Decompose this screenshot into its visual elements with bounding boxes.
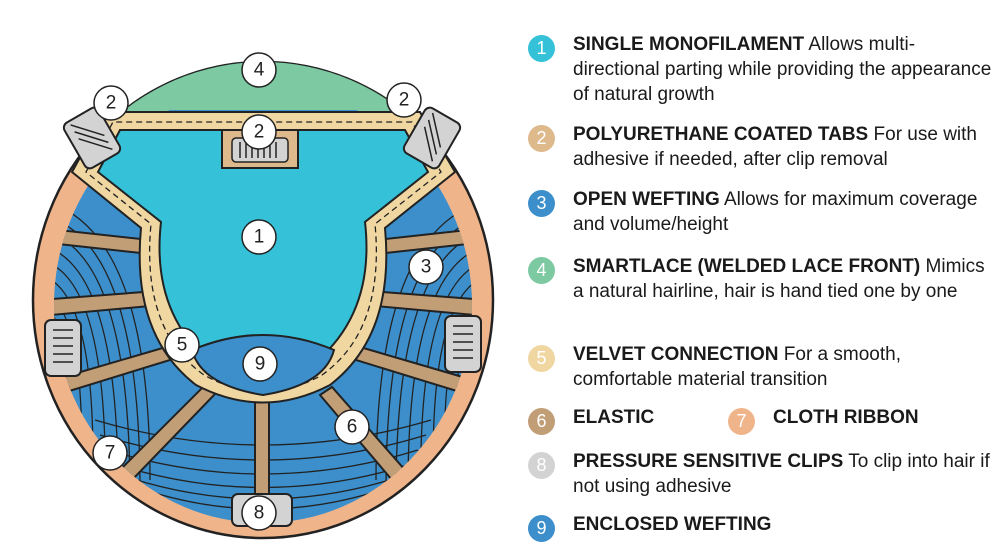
legend-desc-3: Allows for maximum coverage and volume/h… (573, 189, 978, 235)
legend-badge-1: 1 (528, 35, 555, 62)
svg-text:2: 2 (254, 122, 265, 143)
legend-title-2: POLYURETHANE COATED TABS (573, 124, 869, 145)
svg-text:4: 4 (254, 60, 265, 81)
legend-badge-8: 8 (528, 452, 555, 479)
callout-5: 5 (164, 327, 200, 363)
svg-text:2: 2 (399, 90, 410, 111)
left-top-clip (62, 106, 122, 170)
legend-desc-4: Mimics a natural hairline, hair is hand … (573, 256, 985, 302)
legend-title-9: ENCLOSED WEFTING (573, 514, 772, 535)
svg-text:1: 1 (254, 227, 265, 248)
legend-badge-5: 5 (528, 345, 555, 372)
callout-9: 9 (242, 346, 278, 382)
callout-3: 3 (408, 249, 444, 285)
legend-title-3: OPEN WEFTING (573, 189, 720, 210)
svg-text:3: 3 (421, 257, 432, 278)
callout-8: 8 (241, 495, 277, 531)
legend-desc-5: For a smooth, comfortable material trans… (573, 344, 901, 390)
right-top-clip (402, 106, 462, 170)
legend-badge-3: 3 (528, 190, 555, 217)
legend-title-1: SINGLE MONOFILAMENT (573, 34, 805, 55)
legend-title-5: VELVET CONNECTION (573, 344, 779, 365)
legend-desc-2: For use with adhesive if needed, after c… (573, 124, 977, 170)
legend-desc-8: To clip into hair if not using adhesive (573, 451, 990, 497)
callout-6: 6 (334, 409, 370, 445)
wig-cap-diagram: 4 2 2 2 1 3 5 9 6 7 8 (31, 52, 495, 540)
callout-2-left: 2 (93, 85, 129, 121)
right-side-clip (444, 315, 482, 373)
legend-title-6: ELASTIC (573, 407, 655, 428)
callout-4: 4 (241, 52, 277, 88)
legend-badge-6: 6 (528, 408, 555, 435)
legend-title-8: PRESSURE SENSITIVE CLIPS (573, 451, 844, 472)
callout-1: 1 (241, 219, 277, 255)
svg-text:6: 6 (347, 417, 358, 438)
legend-badge-9: 9 (528, 515, 555, 542)
legend-badge-7: 7 (728, 408, 755, 435)
svg-text:7: 7 (105, 443, 116, 464)
legend-title-7: CLOTH RIBBON (773, 407, 919, 428)
svg-text:5: 5 (177, 335, 188, 356)
left-side-clip (44, 319, 82, 377)
svg-text:8: 8 (254, 503, 265, 524)
legend: 1 SINGLE MONOFILAMENT Allows multi-direc… (528, 0, 998, 559)
legend-title-4: SMARTLACE (WELDED LACE FRONT) (573, 256, 921, 277)
legend-badge-2: 2 (528, 125, 555, 152)
callout-2-center: 2 (241, 114, 277, 150)
callout-2-right: 2 (386, 82, 422, 118)
svg-text:2: 2 (106, 93, 117, 114)
legend-desc-1: Allows multi-directional parting while p… (573, 34, 992, 105)
svg-text:9: 9 (255, 354, 266, 375)
legend-badge-4: 4 (528, 257, 555, 284)
callout-7: 7 (92, 435, 128, 471)
